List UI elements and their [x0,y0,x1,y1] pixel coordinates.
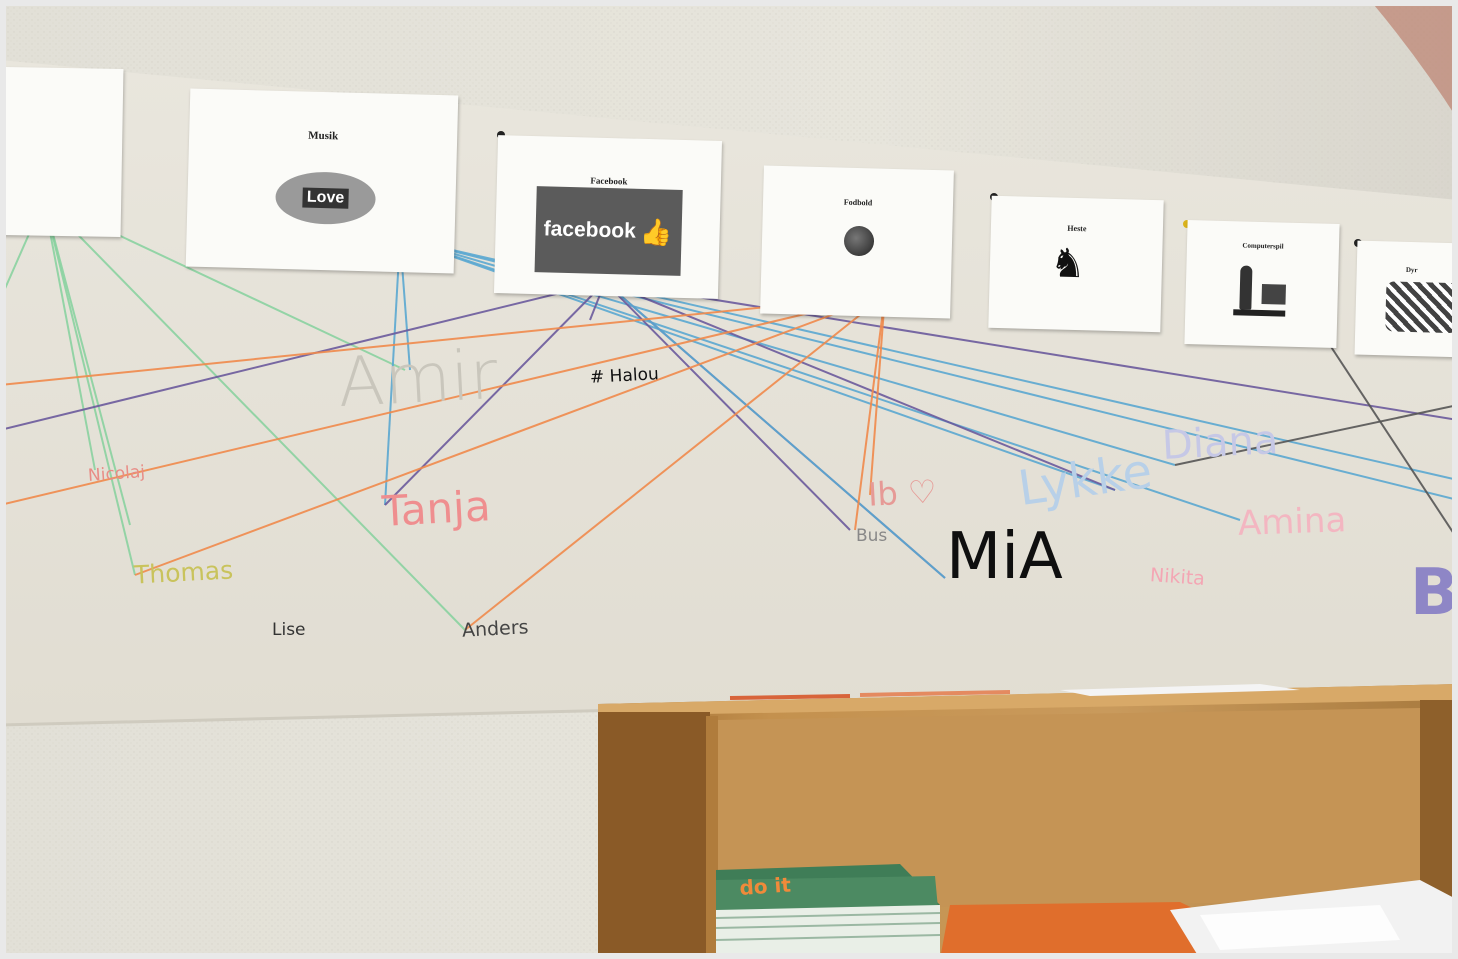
animals-collage [1385,281,1458,334]
paper-heste: Heste ♞ [988,195,1164,333]
name-nicolaj: Nicolaj [87,462,146,486]
yarn-string [604,281,946,579]
yarn-string [604,281,851,531]
yarn-string [43,199,131,526]
name-nikita: Nikita [1149,564,1206,590]
yarn-string [0,294,886,506]
yarn-string [0,294,886,386]
yarn-string [464,294,886,631]
paper-title: Musik [308,129,339,143]
yarn-string [604,281,1116,491]
yarn-string [43,199,136,576]
name-mia: MiA [946,520,1063,594]
word-cloud: Love [274,170,377,226]
name-lise: Lise [272,620,306,640]
name-amir: Amir [336,335,500,424]
paper-title: Facebook [590,175,628,187]
paper-left-partial [2,66,124,238]
name-amina: Amina [1237,500,1347,544]
paper-title: Fodbold [843,197,873,208]
yarn-string [1319,329,1458,541]
yarn-string [854,294,886,531]
paper-title: Computerspil [1242,241,1284,251]
football-icon [843,225,875,257]
paper-fodbold: Fodbold [760,165,954,319]
yarn-string [1174,404,1458,466]
paper-title: Dyr [1405,265,1418,275]
paper-facebook: Facebook facebook 👍 [493,135,723,299]
paper-title: Heste [1067,223,1087,234]
name-ib: Ib ♡ [867,472,938,514]
paper-dyr: Dyr [1354,240,1458,358]
gamer-icon [1233,263,1290,320]
thumbs-up-icon: 👍 [639,216,673,248]
yarn-string [604,281,1458,421]
books: do it [715,864,1458,959]
paper-musik: Musik Love [185,88,459,274]
facebook-logo: facebook 👍 [534,186,683,276]
name-diana: Diana [1160,416,1280,470]
yarn-string [43,199,466,631]
name-anders: Anders [461,616,530,642]
horse-icon: ♞ [1049,241,1087,287]
name-b: B [1410,556,1458,630]
name-thomas: Thomas [133,555,234,590]
paper-computerspil: Computerspil [1184,220,1340,348]
yarn-string [0,281,606,431]
yarn-string [869,294,886,496]
name-tanja: Tanja [380,481,492,536]
svg-text:do it: do it [739,872,792,900]
word-cloud-word: Love [302,187,349,209]
name-halou: # Halou [589,364,660,388]
yarn-string [384,237,401,506]
yarn-string [43,199,96,471]
name-bus: Bus [856,526,888,546]
yarn-string [134,294,886,576]
facebook-logo-text: facebook [543,217,637,243]
